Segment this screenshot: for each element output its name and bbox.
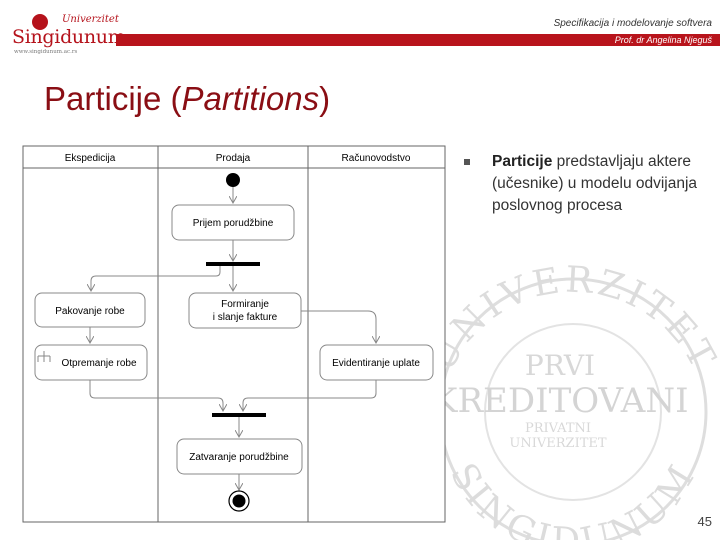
logo-top-text: Univerzitet [62,14,119,25]
activity-pakovanje-label: Pakovanje robe [55,306,125,317]
watermark-line1: PRVI [525,349,595,382]
watermark-line4: UNIVERZITET [509,436,606,451]
title-main: Particije ( [44,80,182,117]
lane-racunovodstvo: Računovodstvo [342,153,411,164]
watermark-line2: AKREDITOVANI [407,381,689,421]
bullet-text: Particije predstavljaju aktere (učesnike… [492,151,704,217]
activity-formiranje-label-2: i slanje fakture [213,312,278,323]
bullet-square-icon [464,159,470,165]
author-name: Prof. dr Angelina Njeguš [614,35,712,45]
activity-otpremanje-label: Otpremanje robe [61,358,136,369]
activity-evidentiranje-label: Evidentiranje uplate [332,358,420,369]
flow-evidentiranje-join [243,380,377,411]
activity-formiranje-label-1: Formiranje [221,299,269,310]
activity-prijem-label: Prijem porudžbine [193,218,274,229]
page-number: 45 [697,514,712,529]
logo-web-text: www.singidunum.ac.rs [14,49,78,55]
course-title: Specifikacija i modelovanje softvera [553,18,712,29]
bullet-bold: Particije [492,153,553,170]
bullet-rest: predstavljaju aktere (učesnike) u modelu… [492,153,698,214]
end-node-inner [232,494,246,508]
header-bar [116,34,720,46]
start-node [226,173,240,187]
lane-prodaja: Prodaja [216,153,251,164]
fork-bar [206,262,260,266]
join-bar [212,413,266,417]
flow-fork-pakovanje [91,266,221,291]
logo-emblem-icon [32,14,48,30]
slide-title: Particije (Partitions) [44,80,330,118]
lane-ekspedicija: Ekspedicija [65,153,116,164]
flow-formiranje-evidentiranje [301,310,376,343]
activity-zatvaranje-label: Zatvaranje porudžbine [189,452,289,463]
subactivity-icon [37,351,51,362]
university-logo: Univerzitet Singidunum www.singidunum.ac… [10,14,126,55]
title-end: ) [319,80,331,117]
activity-otpremanje [34,344,148,381]
logo-name-text: Singidunum [12,26,126,48]
watermark-line3: PRIVATNI [525,421,591,436]
flow-otpremanje-join [89,380,223,411]
bullet-item: Particije predstavljaju aktere (učesnike… [464,151,704,217]
title-italic: Partitions [181,80,320,117]
